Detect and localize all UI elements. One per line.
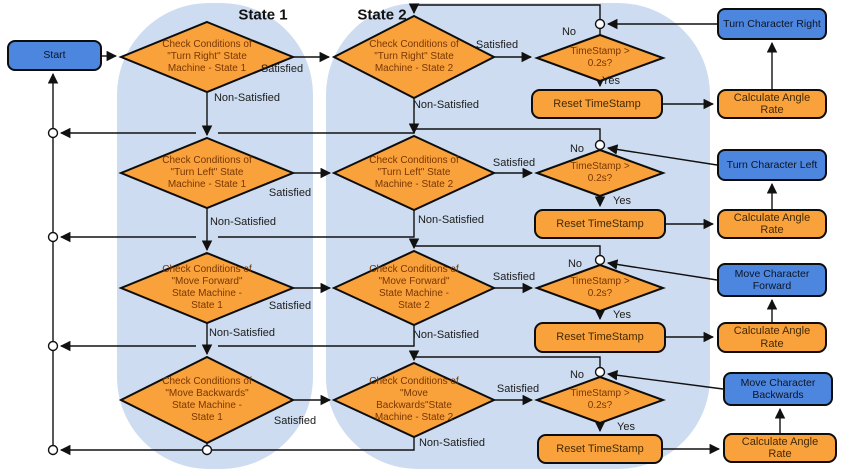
diamond-timestamp-3 — [534, 263, 666, 313]
action-label: Turn Character Left — [726, 158, 818, 171]
non-satisfied-label: Non-Satisfied — [213, 92, 281, 104]
start-node: Start — [7, 40, 102, 71]
reset-timestamp-box-3: Reset TimeStamp — [534, 322, 666, 353]
state2-diamonds — [331, 14, 497, 439]
calculate-angle-rate-label: Calculate Angle Rate — [741, 435, 819, 460]
calculate-angle-rate-label: Calculate Angle Rate — [733, 211, 811, 236]
diamond-text-turn-right-state1: Check Conditions of "Turn Right" State M… — [162, 39, 252, 74]
diamond-text-turn-right-state2: Check Conditions of "Turn Right" State M… — [369, 39, 459, 74]
diamond-move-forward-state1 — [118, 251, 296, 325]
diamond-text-timestamp-2: TimeStamp > 0.2s? — [570, 161, 630, 184]
non-satisfied-label: Non-Satisfied — [208, 327, 276, 339]
non-satisfied-label: Non-Satisfied — [417, 214, 485, 226]
no-label: No — [569, 143, 585, 155]
action-box-move-character-forward: Move Character Forward — [717, 263, 827, 297]
action-box-turn-character-left: Turn Character Left — [717, 149, 827, 181]
diamond-move-backwards-state1 — [118, 355, 296, 445]
non-satisfied-label: Non-Satisfied — [412, 329, 480, 341]
calculate-angle-rate-label: Calculate Angle Rate — [733, 325, 811, 350]
diamond-text-move-forward-state2: Check Conditions of "Move Forward" State… — [369, 264, 459, 311]
action-label: Turn Character Right — [723, 17, 821, 30]
satisfied-label: Satisfied — [492, 157, 536, 169]
diamond-text-turn-left-state2: Check Conditions of "Turn Left" State Ma… — [369, 155, 459, 190]
reset-timestamp-box-1: Reset TimeStamp — [531, 89, 663, 119]
state1-title: State 1 — [238, 6, 288, 24]
diamond-turn-right-state2 — [331, 14, 497, 100]
diamond-text-move-forward-state1: Check Conditions of "Move Forward" State… — [162, 264, 252, 311]
calculate-angle-rate-box-3: Calculate Angle Rate — [717, 322, 827, 353]
yes-label: Yes — [617, 421, 635, 433]
satisfied-label: Satisfied — [260, 63, 304, 75]
timestamp-diamonds — [534, 33, 666, 425]
no-label: No — [561, 26, 577, 38]
diamond-move-forward-state2 — [331, 249, 497, 327]
calculate-angle-rate-box-1: Calculate Angle Rate — [717, 89, 827, 119]
diamond-text-timestamp-1: TimeStamp > 0.2s? — [570, 46, 630, 69]
non-satisfied-label: Non-Satisfied — [418, 437, 486, 449]
satisfied-label: Satisfied — [273, 415, 317, 427]
satisfied-label: Satisfied — [496, 383, 540, 395]
no-label: No — [567, 258, 583, 270]
satisfied-label: Satisfied — [475, 39, 519, 51]
non-satisfied-label: Non-Satisfied — [209, 216, 277, 228]
reset-timestamp-label: Reset TimeStamp — [556, 217, 644, 230]
yes-label: Yes — [613, 309, 631, 321]
state1-diamonds — [118, 20, 296, 445]
diamond-text-move-backwards-state2: Check Conditions of "Move Backwards"Stat… — [369, 376, 459, 423]
diamond-text-timestamp-3: TimeStamp > 0.2s? — [570, 276, 630, 299]
satisfied-label: Satisfied — [268, 187, 312, 199]
diamond-text-turn-left-state1: Check Conditions of "Turn Left" State Ma… — [162, 155, 252, 190]
non-satisfied-label: Non-Satisfied — [412, 99, 480, 111]
state2-title: State 2 — [357, 6, 407, 24]
reset-timestamp-label: Reset TimeStamp — [556, 442, 644, 455]
reset-timestamp-label: Reset TimeStamp — [556, 331, 644, 344]
action-box-turn-character-right: Turn Character Right — [717, 8, 827, 40]
action-label: Move Character Forward — [734, 267, 810, 292]
satisfied-label: Satisfied — [268, 300, 312, 312]
wires-row-3 — [59, 238, 778, 356]
diamond-text-move-backwards-state1: Check Conditions of "Move Backwards" Sta… — [162, 376, 252, 423]
start-label: Start — [43, 49, 66, 62]
no-label: No — [569, 369, 585, 381]
calculate-angle-rate-label: Calculate Angle Rate — [733, 91, 811, 116]
junction-dots — [47, 18, 606, 456]
yes-label: Yes — [613, 195, 631, 207]
diamond-text-timestamp-4: TimeStamp > 0.2s? — [570, 388, 630, 411]
action-label: Move Character Backwards — [740, 376, 816, 401]
yes-label: Yes — [602, 75, 620, 87]
calculate-angle-rate-box-4: Calculate Angle Rate — [723, 433, 837, 463]
diamond-timestamp-4 — [534, 375, 666, 425]
diamond-turn-left-state2 — [331, 134, 497, 212]
wires-row-2 — [59, 123, 778, 252]
reset-timestamp-box-4: Reset TimeStamp — [537, 434, 663, 464]
reset-timestamp-label: Reset TimeStamp — [553, 97, 641, 110]
diamond-turn-right-state1 — [118, 20, 296, 94]
satisfied-label: Satisfied — [492, 271, 536, 283]
calculate-angle-rate-box-2: Calculate Angle Rate — [717, 209, 827, 239]
reset-timestamp-box-2: Reset TimeStamp — [534, 209, 666, 239]
diamond-timestamp-1 — [534, 33, 666, 83]
diamond-move-backwards-state2 — [331, 361, 497, 439]
action-box-move-character-backwards: Move Character Backwards — [723, 372, 833, 406]
diamond-timestamp-2 — [534, 148, 666, 198]
diamond-turn-left-state1 — [118, 136, 296, 210]
